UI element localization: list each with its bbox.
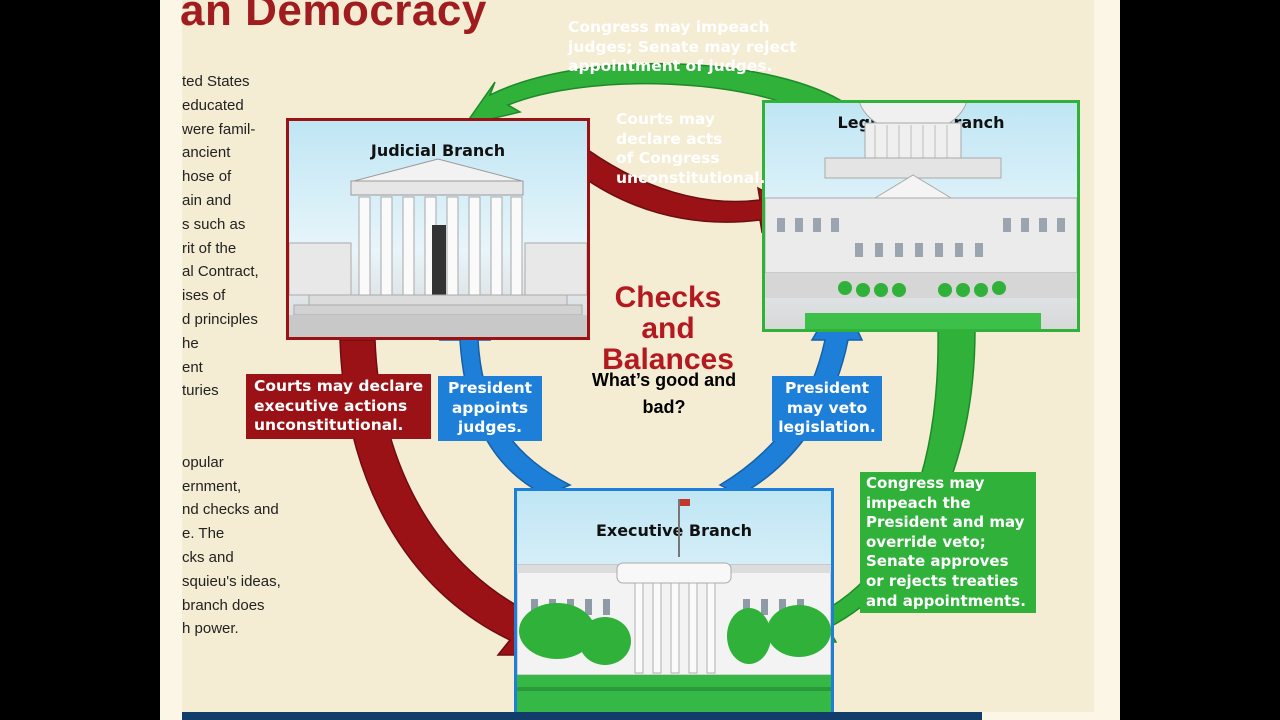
label-line: declare acts <box>616 129 723 148</box>
slide: an Democracy ted States educated were fa… <box>160 0 1120 720</box>
left-text-line: opular <box>182 453 224 471</box>
discussion-question: What’s good and bad? <box>572 367 756 421</box>
left-text-line: cks and <box>182 548 234 566</box>
judicial-branch-box: Judicial Branch <box>286 118 590 340</box>
executive-branch-box: Executive Branch <box>514 488 834 720</box>
title-line: and <box>641 312 695 345</box>
white-house-building-icon <box>517 499 831 717</box>
label-line: and appointments. <box>866 591 1026 610</box>
left-text-line: ises of <box>182 287 226 305</box>
left-text-line: rit of the <box>182 239 237 257</box>
label-line: Congress may <box>866 474 985 492</box>
label-courts-declare-executive: Courts may declare executive actions unc… <box>246 374 432 439</box>
bottom-bar <box>182 712 982 720</box>
left-text-line: branch does <box>182 596 265 614</box>
left-text-line: hose of <box>182 168 232 186</box>
label-line: override veto; <box>866 532 986 551</box>
left-text-line: turies <box>182 382 219 400</box>
left-text-line: ted States <box>182 73 250 90</box>
left-text-line: ancient <box>182 144 231 162</box>
label-line: or rejects treaties <box>866 571 1019 590</box>
page-heading: an Democracy <box>180 0 487 35</box>
left-text-line: he <box>182 334 199 352</box>
label-congress-impeach-judges: Congress may impeach judges; Senate may … <box>562 16 804 79</box>
label-line: Courts may <box>616 110 715 128</box>
label-line: judges. <box>457 418 523 436</box>
judicial-branch-title: Judicial Branch <box>370 141 506 160</box>
label-line: appoints <box>451 398 529 417</box>
left-text-line: were famil- <box>182 120 256 138</box>
left-text-line: d principles <box>182 310 258 328</box>
label-president-appoints: President appoints judges. <box>438 376 542 441</box>
left-text-line: s such as <box>182 215 246 233</box>
question-line: What’s good and <box>591 370 737 390</box>
label-president-veto: President may veto legislation. <box>772 376 882 441</box>
label-line: Courts may declare <box>254 377 424 395</box>
label-line: President <box>447 379 533 397</box>
blue-arrow-president-to-congress <box>718 290 864 496</box>
executive-branch-title: Executive Branch <box>595 521 753 540</box>
left-text-line: squieu's ideas, <box>182 572 281 590</box>
left-text-line: e. The <box>182 525 225 543</box>
label-line: Congress may impeach <box>568 18 770 36</box>
question-line: bad? <box>642 397 686 417</box>
left-text-line: al Contract, <box>182 263 259 281</box>
left-text-line: ernment, <box>182 477 242 495</box>
title-line: Balances <box>602 343 734 376</box>
label-line: President and may <box>866 513 1025 532</box>
label-line: executive actions <box>254 396 408 415</box>
label-line: Senate approves <box>866 552 1009 571</box>
label-line: unconstitutional. <box>616 168 766 187</box>
label-line: legislation. <box>778 418 876 436</box>
label-line: appointment of judges. <box>568 57 773 75</box>
left-text-line: nd checks and <box>182 501 279 519</box>
label-line: impeach the <box>866 493 971 512</box>
left-text-line: ain and <box>182 191 232 209</box>
label-line: President <box>784 379 870 397</box>
label-line: unconstitutional. <box>254 416 404 434</box>
title-line: Checks <box>614 281 722 314</box>
checks-and-balances-title: Checks and Balances <box>588 282 748 375</box>
supreme-court-building-icon <box>289 158 587 337</box>
left-text-line: educated <box>182 96 244 114</box>
legislative-branch-box: Legislative Branch <box>762 100 1080 332</box>
label-line: of Congress <box>616 149 720 167</box>
label-line: judges; Senate may reject <box>568 37 797 56</box>
left-text-line: ent <box>182 358 203 376</box>
left-text-column: ted States educated were famil- ancient … <box>182 70 322 641</box>
capitol-building-icon <box>765 103 1077 329</box>
label-congress-impeach-president: Congress may impeach the President and m… <box>860 472 1036 614</box>
label-courts-declare-congress: Courts may declare acts of Congress unco… <box>610 108 766 190</box>
label-line: may veto <box>786 398 868 417</box>
left-text-line: h power. <box>182 620 239 638</box>
